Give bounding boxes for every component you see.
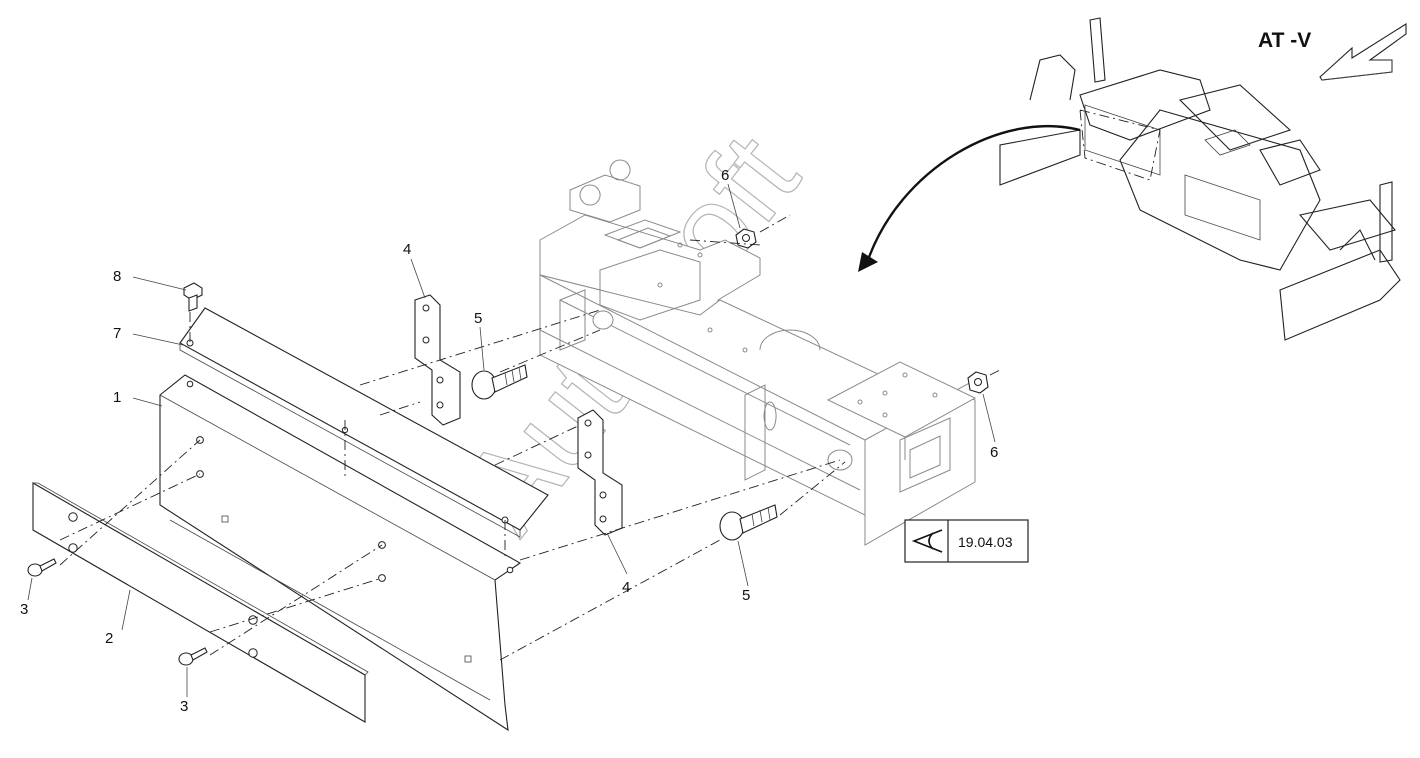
callout-3-bottom: 3 [180, 698, 188, 715]
callout-3-left: 3 [20, 601, 28, 618]
callout-4-lower: 4 [622, 579, 630, 596]
callout-7: 7 [113, 325, 121, 342]
callout-2: 2 [105, 630, 113, 647]
reference-box: 19.04.03 [904, 519, 1029, 563]
chassis-frame [539, 159, 977, 546]
leader-lines [27, 183, 996, 697]
callout-5-lower: 5 [742, 587, 750, 604]
callout-6-upper: 6 [721, 167, 729, 184]
part-5-bolt-upper [471, 364, 528, 400]
callout-6-lower: 6 [990, 444, 998, 461]
machine-overview-inset [999, 17, 1401, 341]
view-direction: AT -V [1258, 23, 1407, 81]
part-7-top-strip [179, 307, 549, 538]
callout-5-upper: 5 [474, 310, 482, 327]
part-3-screw-left [27, 558, 57, 577]
part-4-bracket-upper [414, 294, 461, 426]
part-2-lower-strip [32, 482, 369, 723]
reference-text: 19.04.03 [958, 534, 1013, 550]
part-3-screw-right [178, 647, 208, 666]
callout-1: 1 [113, 389, 121, 406]
callout-4-upper: 4 [403, 241, 411, 258]
location-arrow [858, 125, 1081, 272]
part-6-nut-upper [735, 228, 757, 249]
part-6-nut-lower [967, 371, 989, 394]
callout-8: 8 [113, 268, 121, 285]
eye-view-icon [911, 529, 943, 553]
callouts: 8 7 1 2 3 3 4 4 5 5 6 6 [20, 167, 998, 715]
part-8-bolt [183, 282, 203, 312]
view-label: AT -V [1258, 29, 1311, 52]
part-1-cover-plate [159, 374, 522, 732]
part-5-bolt-lower [719, 504, 778, 541]
assembly-lines [59, 214, 1001, 661]
